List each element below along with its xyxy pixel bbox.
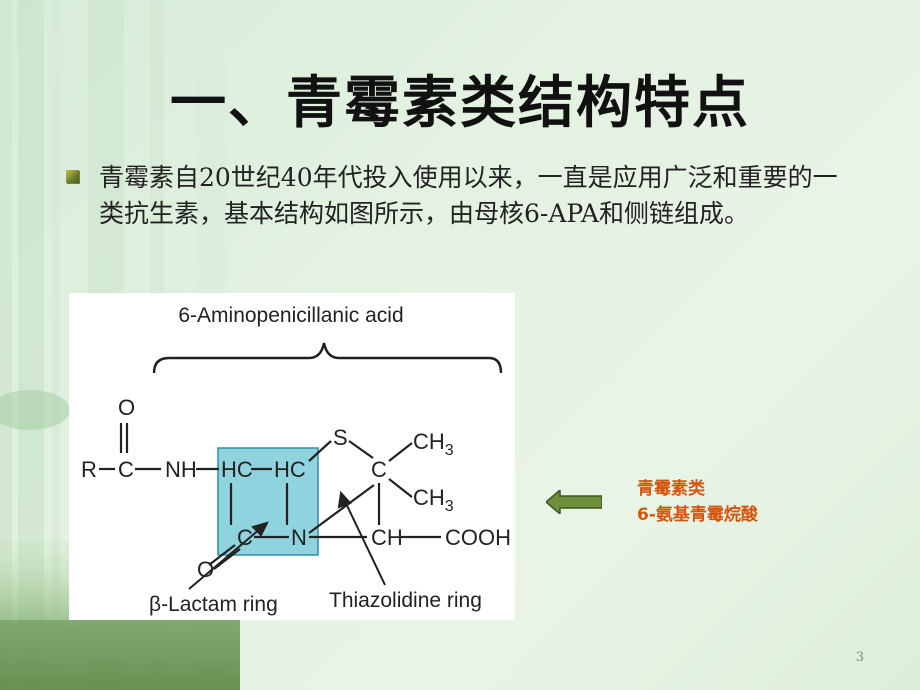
annotation-labels: 青霉素类 6-氨基青霉烷酸: [637, 476, 758, 528]
left-arrow-icon: [546, 490, 602, 514]
atom-r: R: [81, 457, 97, 482]
atom-c-quat: C: [371, 457, 387, 482]
atom-hc1: HC: [221, 457, 253, 482]
atom-s: S: [333, 425, 348, 450]
bond-lines: [99, 423, 441, 570]
bullet-text: 青霉素自20世纪40年代投入使用以来，一直是应用广泛和重要的一类抗生素，基本结构…: [99, 163, 838, 228]
acid-label: 6-Aminopenicillanic acid: [178, 304, 403, 327]
penicillin-structure-diagram: 6-Aminopenicillanic acid O R C NH HC HC …: [69, 293, 515, 620]
lactam-ring-label: β-Lactam ring: [149, 593, 278, 616]
atom-n: N: [291, 525, 307, 550]
lactam-highlight: [217, 447, 319, 556]
atom-c1: C: [118, 457, 134, 482]
square-bullet-icon: [66, 170, 79, 183]
atom-ch: CH: [371, 525, 403, 550]
page-number: 3: [855, 650, 864, 665]
thiazolidine-ring-label: Thiazolidine ring: [329, 589, 482, 612]
annotation-line1: 青霉素类: [637, 479, 705, 499]
atom-nh: NH: [165, 457, 197, 482]
atom-o-top: O: [118, 395, 135, 420]
curly-brace: [152, 342, 503, 374]
atom-cooh: COOH: [445, 525, 511, 550]
annotation-line2: 6-氨基青霉烷酸: [637, 505, 758, 525]
slide-title: 一、青霉素类结构特点: [170, 71, 750, 136]
bullet-point: 青霉素自20世纪40年代投入使用以来，一直是应用广泛和重要的一类抗生素，基本结构…: [66, 160, 846, 232]
atom-ch3-2: CH3: [413, 485, 454, 515]
pointer-arrows: [188, 490, 386, 590]
atom-hc2: HC: [274, 457, 306, 482]
atom-ch3-1: CH3: [413, 429, 454, 459]
